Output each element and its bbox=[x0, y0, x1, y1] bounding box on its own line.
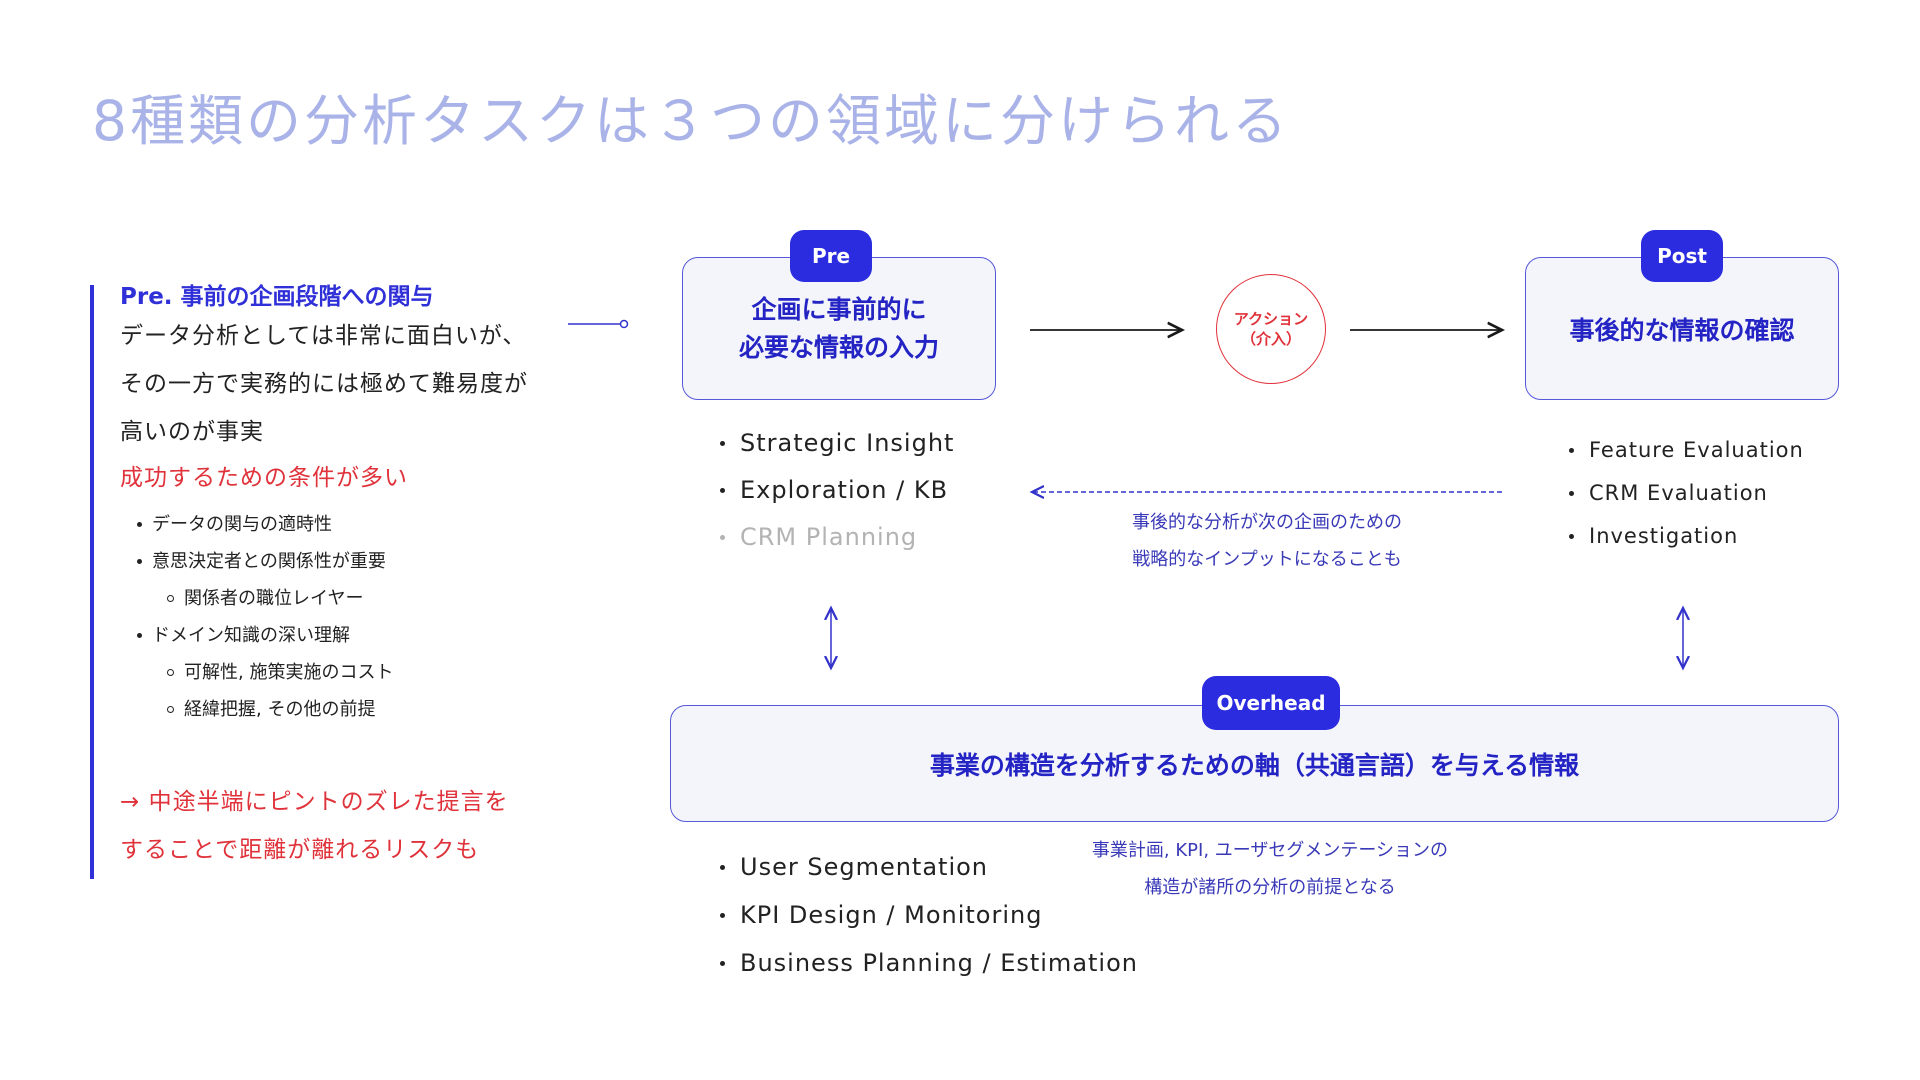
list-item: KPI Design / Monitoring bbox=[718, 896, 1138, 944]
list-item: CRM Planning bbox=[718, 518, 954, 565]
pre-box-line: 必要な情報の入力 bbox=[738, 332, 939, 362]
left-conclusion: → 中途半端にピントのズレた提言を することで距離が離れるリスクも bbox=[120, 778, 640, 874]
pre-box: 企画に事前的に 必要な情報の入力 bbox=[682, 257, 996, 400]
list-item: User Segmentation bbox=[718, 848, 1138, 896]
list-item: 意思決定者との関係性が重要 bbox=[120, 543, 640, 580]
overhead-note: 事業計画, KPI, ユーザセグメンテーションの 構造が諸所の分析の前提となる bbox=[1030, 832, 1510, 906]
left-panel: Pre. 事前の企画段階への関与 データ分析としては非常に面白いが、 その一方で… bbox=[120, 282, 640, 874]
action-label: アクション bbox=[1233, 310, 1309, 328]
left-text-line: その一方で実務的には極めて難易度が bbox=[120, 371, 528, 397]
overhead-badge: Overhead bbox=[1202, 676, 1340, 730]
list-item: 関係者の職位レイヤー bbox=[120, 580, 640, 617]
left-text-line: 高いのが事実 bbox=[120, 419, 264, 445]
action-sublabel: （介入） bbox=[1240, 330, 1301, 348]
list-item: Investigation bbox=[1567, 520, 1804, 563]
pre-box-line: 企画に事前的に bbox=[751, 294, 927, 324]
left-text-line: データ分析としては非常に面白いが、 bbox=[120, 323, 527, 349]
note-line: 事後的な分析が次の企画のための bbox=[1132, 512, 1402, 533]
note-line: 構造が諸所の分析の前提となる bbox=[1144, 877, 1396, 898]
list-item: データの関与の適時性 bbox=[120, 506, 640, 543]
list-item: ドメイン知識の深い理解 bbox=[120, 617, 640, 654]
list-item: Exploration / KB bbox=[718, 471, 954, 518]
list-item: 経緯把握, その他の前提 bbox=[120, 691, 640, 728]
pre-task-list: Strategic Insight Exploration / KB CRM P… bbox=[718, 424, 954, 565]
page-title: 8種類の分析タスクは３つの領域に分けられる bbox=[92, 89, 1290, 153]
post-task-list: Feature Evaluation CRM Evaluation Invest… bbox=[1567, 434, 1804, 563]
overhead-task-list: User Segmentation KPI Design / Monitorin… bbox=[718, 848, 1138, 992]
list-item: Feature Evaluation bbox=[1567, 434, 1804, 477]
conclusion-line: することで距離が離れるリスクも bbox=[120, 837, 480, 863]
note-line: 事業計画, KPI, ユーザセグメンテーションの bbox=[1091, 840, 1449, 861]
list-item: CRM Evaluation bbox=[1567, 477, 1804, 520]
left-accent-bar bbox=[90, 285, 94, 879]
feedback-note: 事後的な分析が次の企画のための 戦略的なインプットになることも bbox=[1067, 504, 1467, 578]
list-item: Business Planning / Estimation bbox=[718, 944, 1138, 992]
left-red-line: 成功するための条件が多い bbox=[120, 465, 408, 491]
post-badge: Post bbox=[1641, 230, 1723, 282]
note-line: 戦略的なインプットになることも bbox=[1132, 549, 1402, 570]
list-item: Strategic Insight bbox=[718, 424, 954, 471]
action-circle: アクション （介入） bbox=[1216, 274, 1326, 384]
list-item: 可解性, 施策実施のコスト bbox=[120, 654, 640, 691]
conclusion-line: → 中途半端にピントのズレた提言を bbox=[120, 789, 509, 815]
left-heading: Pre. 事前の企画段階への関与 bbox=[120, 284, 434, 310]
condition-list: データの関与の適時性 意思決定者との関係性が重要 関係者の職位レイヤー ドメイン… bbox=[120, 506, 640, 728]
pre-badge: Pre bbox=[790, 230, 872, 282]
